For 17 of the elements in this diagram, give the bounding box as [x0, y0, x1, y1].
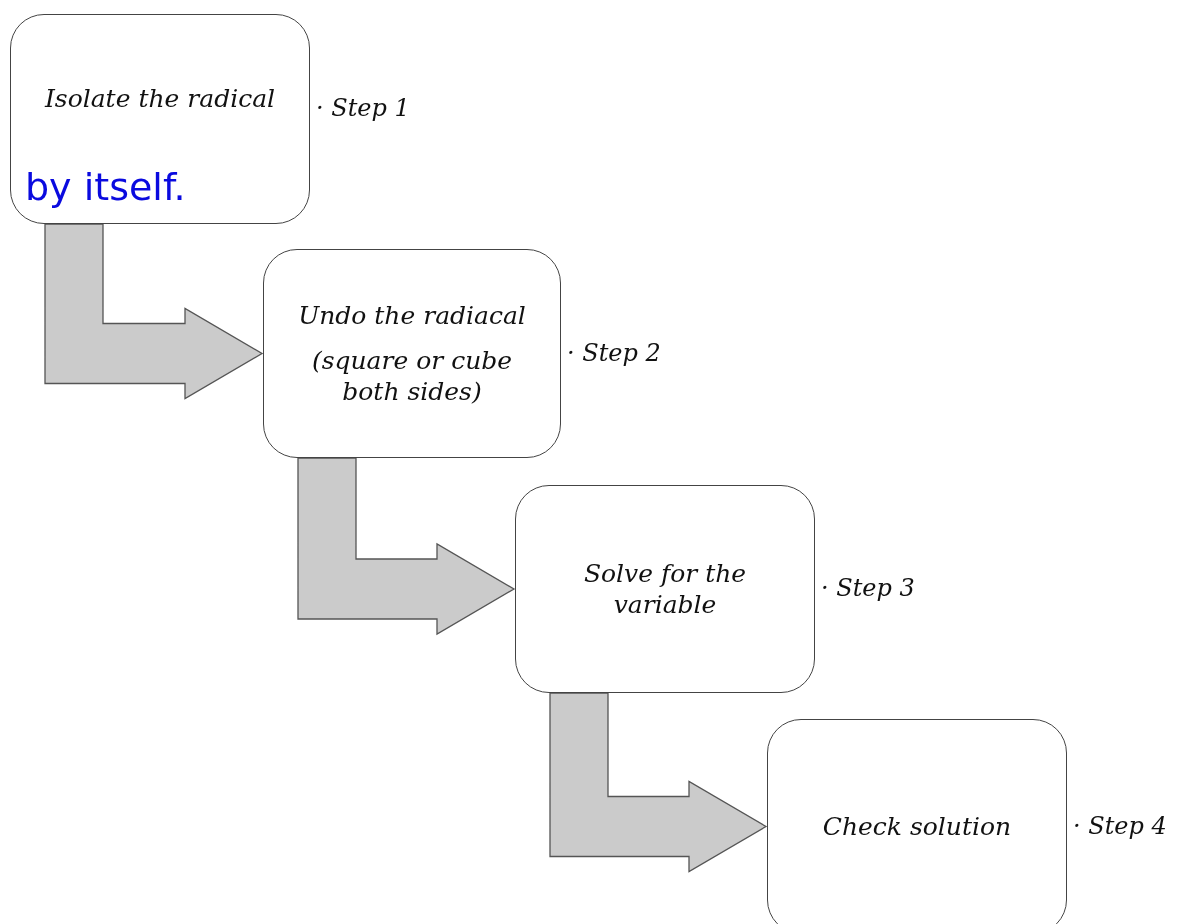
step-text: Undo the radiacal	[297, 299, 527, 331]
step-text: Check solution	[821, 810, 1013, 843]
step-label: · Step 1	[316, 94, 410, 122]
step-text: Isolate the radical	[43, 83, 277, 115]
step-box	[515, 485, 815, 693]
handwritten-note: by itself.	[25, 165, 186, 209]
step-label: · Step 2	[567, 338, 661, 367]
step-box	[767, 719, 1067, 924]
step-text: Solve for the variable	[582, 557, 748, 621]
step-box	[263, 249, 561, 458]
step-label: · Step 4	[1073, 811, 1167, 840]
step-text: (square or cube both sides)	[310, 344, 514, 408]
step-box	[10, 14, 310, 224]
bent-arrow	[549, 692, 768, 873]
bent-arrow	[44, 223, 264, 400]
step-label: · Step 3	[821, 574, 915, 602]
bent-arrow	[297, 457, 516, 636]
